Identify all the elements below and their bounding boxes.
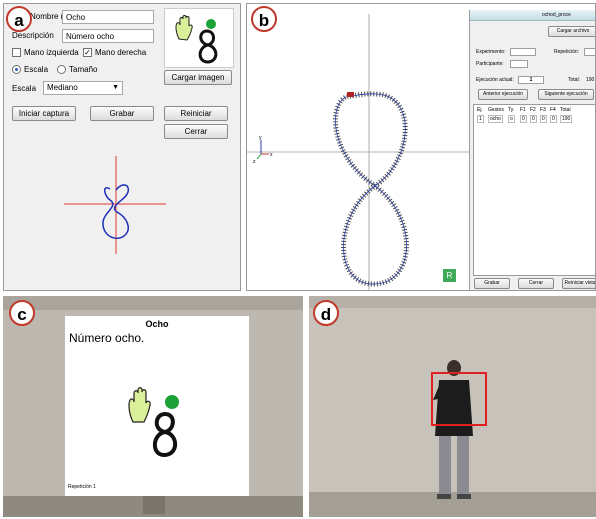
size-radio-label: Tamaño — [69, 65, 98, 74]
table-cell: 0 — [530, 115, 537, 123]
current-run-label: Ejecución actual: — [476, 77, 514, 83]
gesture-preview-image — [164, 8, 234, 68]
current-run-input[interactable]: 1 — [518, 76, 544, 84]
scale-select-value: Mediano — [47, 83, 78, 92]
viewer-close-button[interactable]: Cerrar — [518, 278, 554, 289]
trajectory-viewport: x y z — [247, 14, 469, 290]
scale-select[interactable]: Mediano ▼ — [43, 81, 123, 95]
name-input[interactable]: Ocho — [62, 10, 154, 24]
table-cell: o — [508, 115, 515, 123]
table-header-cell[interactable]: Gestos — [488, 107, 504, 113]
scale-radio-label: Escala — [24, 65, 49, 74]
table-header: Ej. Gestos Ty. F1 F2 F3 F4 Total — [474, 107, 595, 114]
viewer-controls: ochod_proce Cargar archivo Experimento: … — [469, 10, 595, 290]
load-image-button[interactable]: Cargar imagen — [164, 70, 232, 85]
size-radio[interactable] — [57, 65, 66, 74]
window-titlebar: ochod_proce — [470, 10, 595, 21]
restart-button[interactable]: Reiniciar — [164, 106, 228, 121]
description-label: Descripción — [12, 31, 54, 40]
reset-view-r-button[interactable]: R — [443, 269, 456, 282]
table-cell: ocho — [488, 115, 503, 123]
participant-figure — [433, 360, 473, 499]
person-leg-left — [439, 436, 451, 496]
table-header-cell[interactable]: Ty. — [508, 107, 515, 113]
participant-display-photo: Ocho Número ocho. Repetición 1 — [3, 296, 303, 517]
badge-a: a — [6, 6, 32, 32]
gesture-trace — [102, 184, 130, 240]
right-hand-label: Mano derecha — [95, 48, 147, 57]
start-capture-button[interactable]: Iniciar captura — [12, 106, 76, 121]
table-cell: 0 — [540, 115, 547, 123]
table-header-cell[interactable]: F1 — [520, 107, 526, 113]
person-legs-behind-screen — [143, 496, 165, 514]
table-header-cell[interactable]: Total — [560, 107, 571, 113]
capture-canvas — [64, 156, 166, 254]
hand-eight-icon — [175, 15, 218, 64]
person-shoe-left — [437, 494, 451, 499]
description-input[interactable]: Número ocho — [62, 29, 154, 43]
axis-x-label: x — [270, 152, 273, 158]
table-header-cell[interactable]: F3 — [540, 107, 546, 113]
trajectory-start-marker — [347, 92, 354, 97]
next-run-button[interactable]: Siguiente ejecución — [538, 89, 594, 100]
table-cell: 190 — [560, 115, 573, 123]
screen-title: Ocho — [145, 319, 169, 329]
record-button[interactable]: Grabar — [90, 106, 154, 121]
participant-camera-photo — [309, 296, 596, 517]
experiment-input[interactable] — [510, 48, 536, 56]
person-arm — [433, 386, 453, 400]
tracking-box — [431, 372, 487, 426]
floor-strip — [309, 492, 596, 517]
badge-d: d — [313, 300, 339, 326]
table-cell: 1 — [477, 115, 484, 123]
table-header-cell[interactable]: F4 — [550, 107, 556, 113]
experiment-label: Experimento: — [476, 49, 506, 55]
scale-radio[interactable] — [12, 65, 21, 74]
person-shoe-right — [457, 494, 471, 499]
repetition-label: Repetición: — [554, 49, 580, 55]
screen-footer: Repetición 1 — [68, 484, 96, 490]
left-hand-label: Mano izquierda — [24, 48, 79, 57]
person-leg-right — [457, 436, 469, 496]
badge-b: b — [251, 6, 277, 32]
name-label: Nombre (ID) — [30, 12, 75, 21]
previous-run-button[interactable]: Anterior ejecución — [478, 89, 528, 100]
table-header-cell[interactable]: F2 — [530, 107, 536, 113]
total-label: Total: — [568, 77, 580, 83]
window-title: ochod_proce — [542, 12, 571, 18]
participant-input[interactable] — [510, 60, 528, 68]
participant-label: Participante: — [476, 61, 504, 67]
axis-z-label: z — [253, 159, 256, 165]
restart-view-button[interactable]: Reiniciar vista — [562, 278, 595, 289]
right-hand-checkbox[interactable]: ✓ — [83, 48, 92, 57]
save-button[interactable]: Grabar — [474, 278, 510, 289]
ceiling-strip — [3, 296, 303, 310]
chevron-down-icon: ▼ — [112, 84, 119, 91]
repetition-input[interactable] — [584, 48, 595, 56]
ceiling-strip — [309, 296, 596, 308]
trajectory-line — [335, 93, 407, 285]
screen-subtitle: Número ocho. — [69, 331, 145, 345]
gesture-viewer-panel: x y z R ochod_proce Cargar archivo Exper… — [246, 3, 596, 291]
hand-eight-icon — [128, 387, 179, 457]
orientation-axis-z — [256, 153, 262, 160]
scale-select-label: Escala — [12, 84, 37, 93]
total-value: 190 — [586, 77, 595, 83]
badge-c: c — [9, 300, 35, 326]
table-cell: 0 — [550, 115, 557, 123]
load-file-button[interactable]: Cargar archivo — [548, 26, 595, 37]
gesture-editor-panel: Nombre (ID) Ocho Descripción Número ocho… — [3, 3, 241, 291]
axis-y-label: y — [259, 135, 262, 141]
instruction-screen: Ocho Número ocho. Repetición 1 — [65, 316, 249, 496]
close-button[interactable]: Cerrar — [164, 124, 228, 139]
table-cell: 0 — [520, 115, 527, 123]
left-hand-checkbox[interactable] — [12, 48, 21, 57]
table-header-cell[interactable]: Ej. — [477, 107, 483, 113]
